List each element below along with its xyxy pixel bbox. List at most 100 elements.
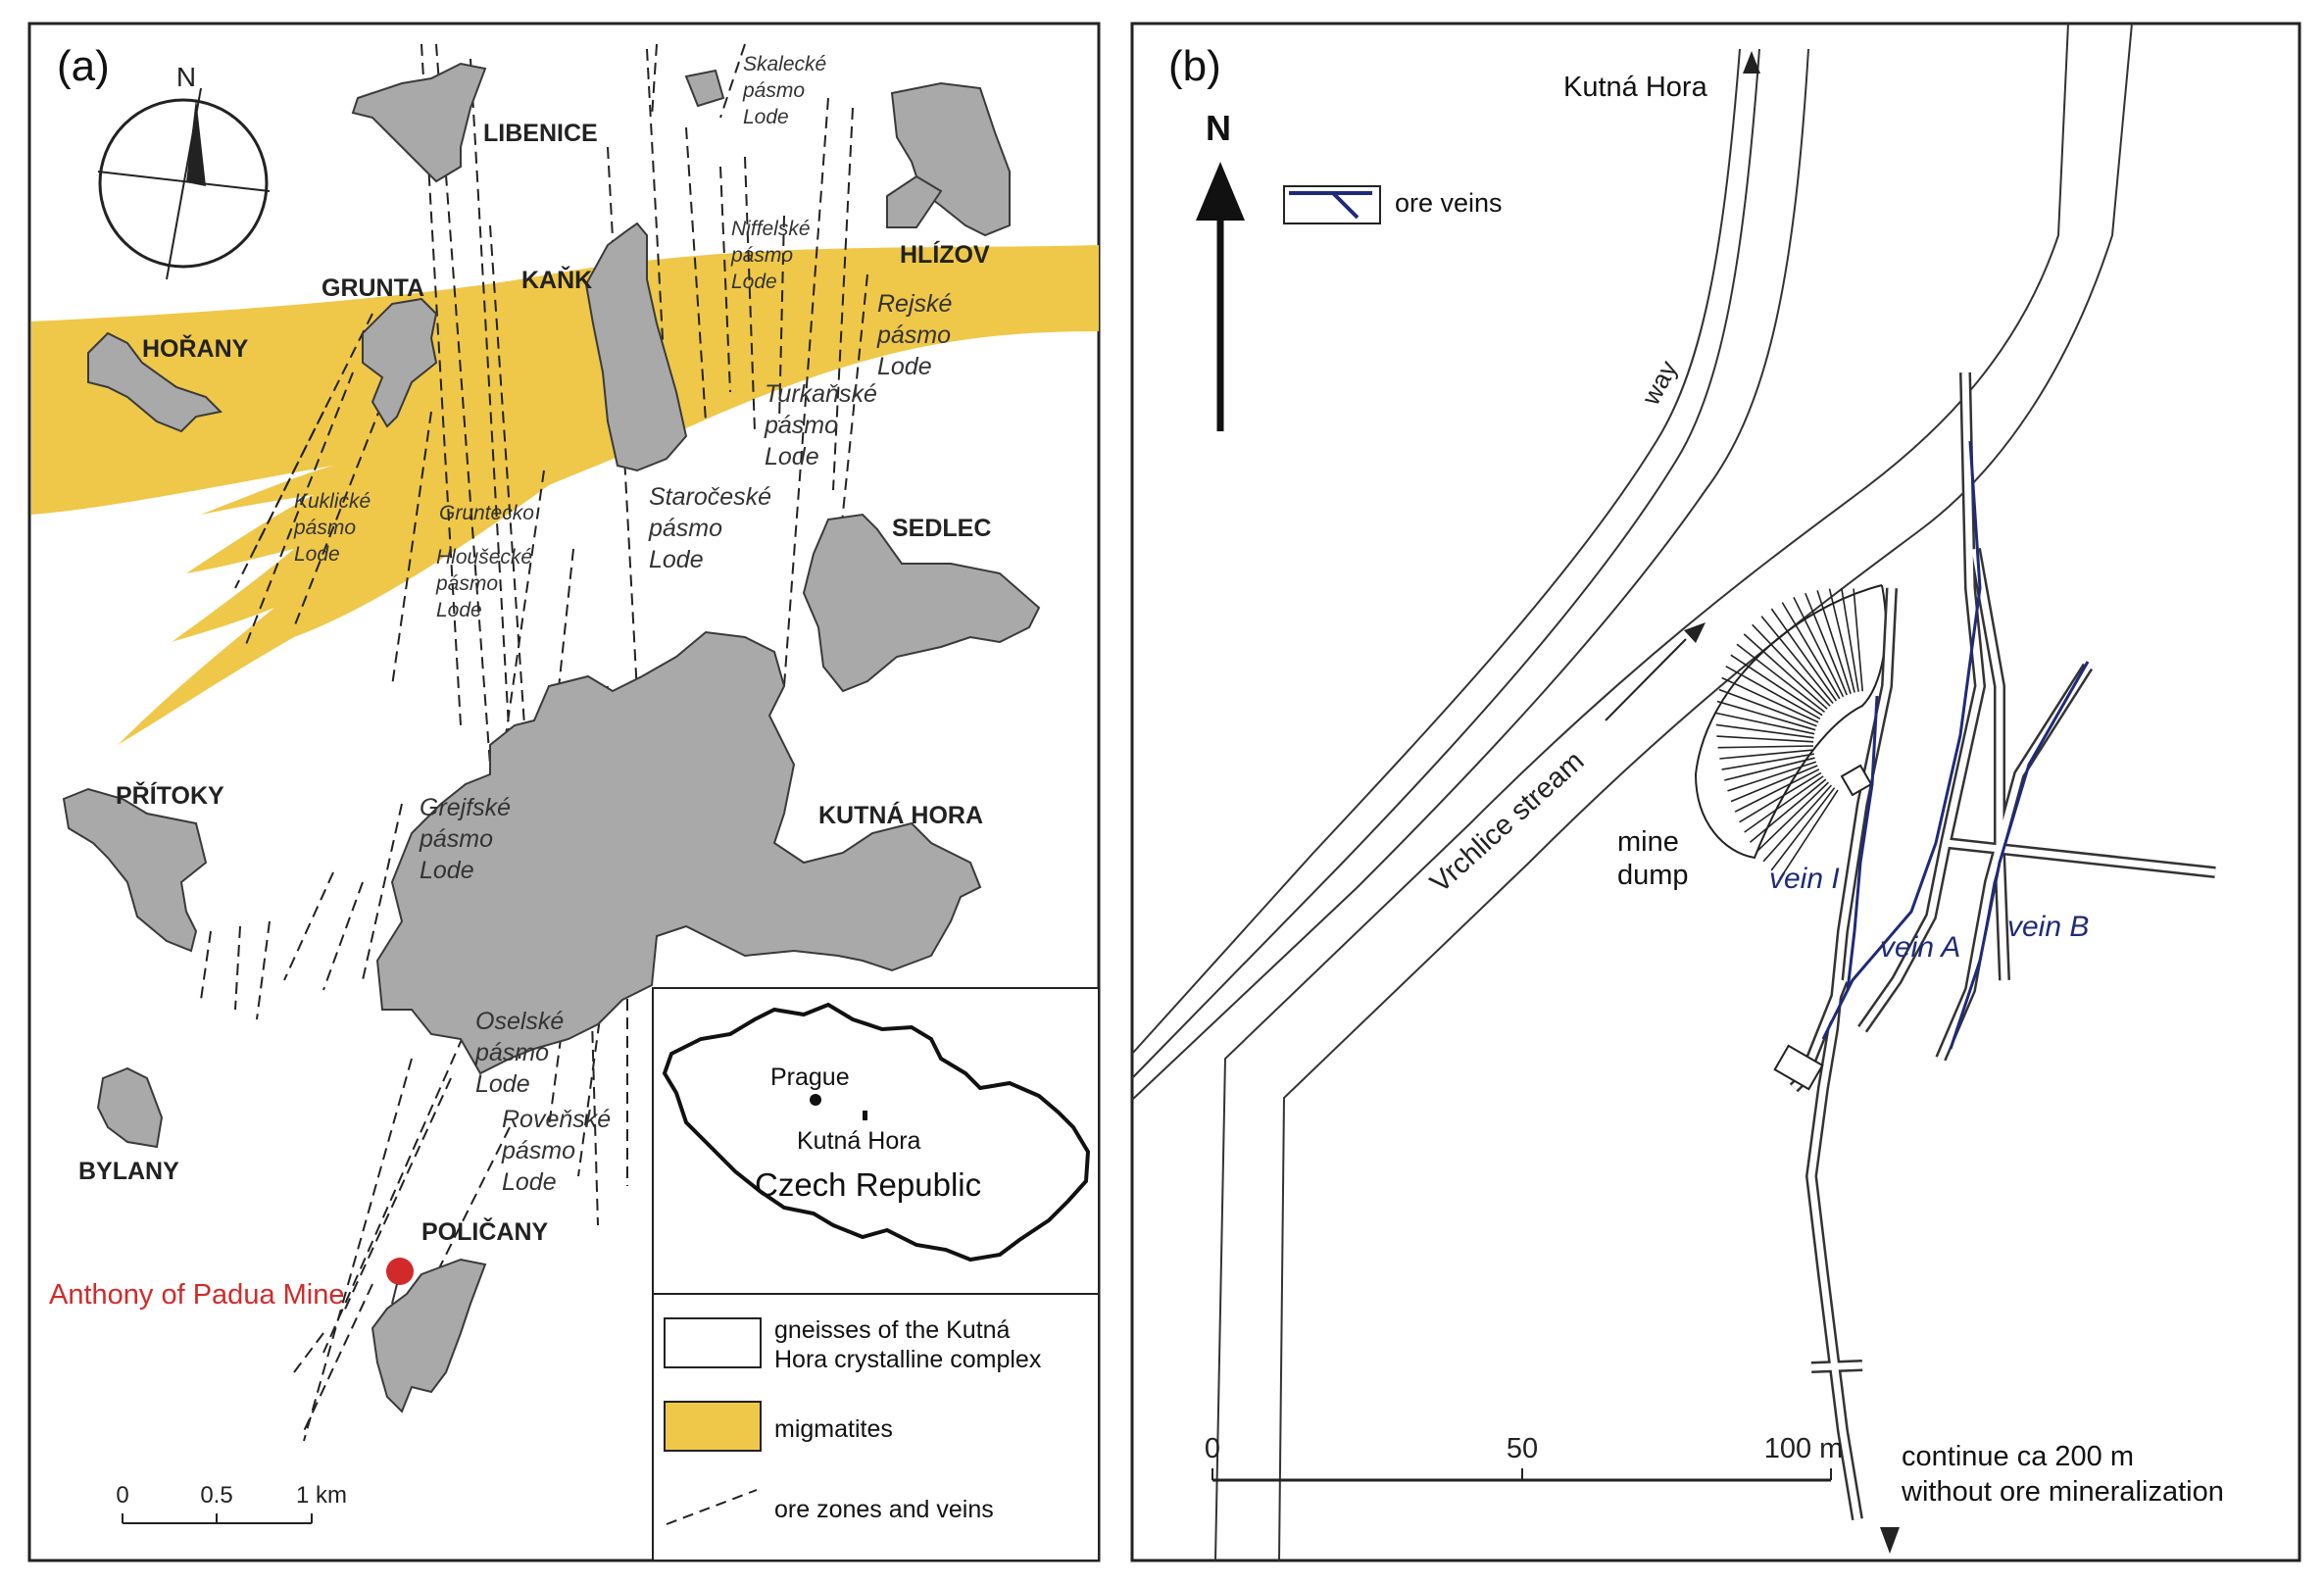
legend-ore-label: ore zones and veins — [774, 1496, 994, 1523]
town-kank — [584, 222, 688, 472]
compass-needle-icon — [186, 98, 206, 186]
dump-hatch-line — [1779, 789, 1839, 880]
dump-hatch-line — [1743, 633, 1828, 710]
label-sedlec: SEDLEC — [892, 515, 991, 542]
towns — [62, 62, 1041, 1413]
dump-hatch-line — [1719, 749, 1814, 760]
dump-hatch-line — [1727, 761, 1817, 792]
scale-b-tick-2: 100 m — [1764, 1433, 1844, 1464]
label-bylany: BYLANY — [78, 1158, 179, 1185]
compass: N — [97, 62, 271, 280]
vein-b-line — [1949, 661, 2090, 1050]
dump-hatch-line — [1721, 676, 1819, 723]
zone-labels: Skalecké pásmo Lode Niffelské pásmo Lode… — [293, 53, 952, 1196]
label-libenice: LIBENICE — [483, 120, 598, 147]
dump-hatch-line — [1715, 723, 1814, 739]
dump-hatch-line — [1716, 700, 1816, 731]
scale-b-tick-1: 50 — [1507, 1433, 1538, 1464]
ore-vein — [234, 925, 241, 1011]
scale-bar-b: 0 50 100 m — [1205, 1433, 1844, 1482]
legend-migmatite-swatch — [664, 1401, 762, 1452]
continuation-note: continue ca 200 m without ore mineraliza… — [1901, 1441, 2224, 1508]
north-label-b: N — [1206, 108, 1231, 148]
legend-ore-veins-label: ore veins — [1395, 188, 1503, 218]
vein-b-label: vein B — [2007, 911, 2089, 943]
ore-veins-b — [1821, 440, 2090, 1050]
dump-hatch-line — [1717, 745, 1814, 749]
scale-bar-a: 0 0.5 1 km — [116, 1482, 347, 1524]
ore-vein — [200, 930, 212, 1001]
dump-hatch-line — [1762, 784, 1832, 863]
inset-kutna-hora: Kutná Hora — [797, 1127, 921, 1155]
dump-hatch-line — [1744, 775, 1824, 833]
dump-hatch-line — [1781, 602, 1841, 700]
shaft-icon — [1840, 764, 1873, 797]
north-arrow-b: N — [1196, 108, 1245, 431]
dump-hatch-line — [1734, 768, 1820, 813]
vein-i-line — [1846, 695, 1879, 991]
zone-oselske: Oselské pásmo Lode — [474, 1008, 570, 1098]
ore-vein — [244, 371, 354, 648]
ore-vein — [303, 1058, 413, 1442]
zone-gruntecko: Gruntecko — [439, 502, 534, 524]
dump-hatch-line — [1725, 666, 1821, 719]
label-pritoky: PŘÍTOKY — [116, 780, 224, 810]
ore-vein — [293, 352, 403, 628]
zone-rovenske: Roveňské pásmo Lode — [501, 1106, 618, 1196]
ore-vein — [832, 107, 854, 491]
label-kutna-hora: KUTNÁ HORA — [818, 801, 983, 829]
panel-b-tag: (b) — [1168, 42, 1221, 90]
panel-a-tag: (a) — [57, 42, 110, 90]
ore-vein — [254, 411, 324, 550]
kutna-hora-marker-icon — [863, 1111, 867, 1120]
town-kutna-hora — [375, 630, 982, 1075]
dump-hatch-line — [1724, 757, 1815, 781]
ore-vein — [322, 1018, 471, 1354]
way — [1131, 48, 1809, 1101]
zone-grejfske: Grejfské pásmo Lode — [419, 794, 518, 884]
dump-hatch-line — [1828, 588, 1855, 693]
zone-kuklicke: Kuklické pásmo Lode — [293, 490, 376, 566]
town-pritoky — [62, 787, 208, 953]
inset-country: Czech Republic — [755, 1166, 981, 1203]
dump-hatch-line — [1770, 608, 1838, 702]
dump-hatch-line — [1793, 596, 1845, 698]
town-libenice — [351, 62, 487, 183]
vein-a-label: vein A — [1880, 931, 1960, 964]
ore-vein — [322, 881, 364, 991]
scale-a-tick-2: 1 km — [296, 1482, 347, 1509]
ore-vein — [719, 43, 746, 119]
ore-vein — [685, 126, 707, 422]
dump-hatch-line — [1730, 654, 1823, 717]
town-hlizov — [890, 81, 1011, 237]
compass-axis — [97, 171, 271, 192]
dump-hatch-line — [1716, 735, 1814, 743]
dump-hatch-line — [1730, 765, 1818, 803]
compass-north-label: N — [176, 62, 196, 92]
panel-b-frame — [1130, 22, 2301, 1562]
ore-vein — [391, 411, 432, 687]
kutna-hora-direction-label: Kutná Hora — [1563, 72, 1708, 103]
ore-vein — [256, 920, 271, 1020]
continuation-arrow-icon — [1880, 1527, 1900, 1554]
dump-hatch-line — [1749, 778, 1827, 843]
town-horany — [87, 331, 223, 433]
mine-label: Anthony of Padua Mine — [49, 1279, 344, 1311]
stream-banks — [1214, 23, 2133, 1561]
dump-hatch-line — [1739, 771, 1822, 823]
stream-arrow — [1605, 622, 1706, 721]
gallery-end-icon — [1773, 1044, 1824, 1091]
dump-hatch-line — [1752, 623, 1831, 707]
north-arrow-icon — [1196, 162, 1245, 221]
ore-vein — [778, 215, 785, 422]
ore-vein — [342, 1077, 452, 1314]
zone-niffelske: Niffelské pásmo Lode — [730, 218, 816, 293]
vein-a-line — [1821, 440, 1982, 1040]
prague-dot-icon — [810, 1094, 821, 1106]
migmatite-band — [31, 245, 1099, 745]
ore-vein — [577, 744, 638, 1177]
ore-vein — [303, 1283, 373, 1432]
vein-i-label: vein I — [1769, 863, 1840, 895]
ore-vein — [651, 43, 658, 119]
dump-hatch-line — [1853, 588, 1863, 692]
